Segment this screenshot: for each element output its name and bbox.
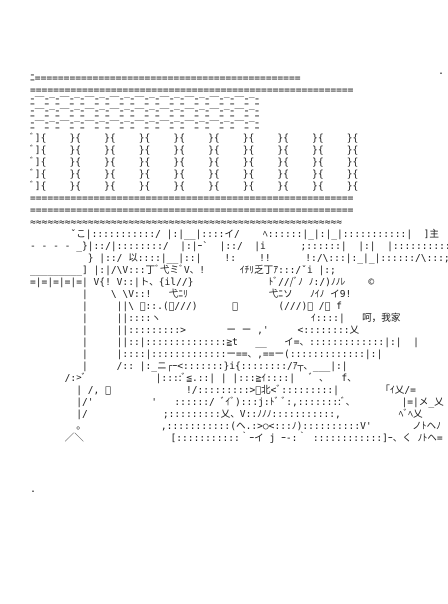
art-line: =|=|=|=|=| V{! V::|ト、{il//} ﾄﾞ///ﾞﾉ ﾉ:/)… [30, 277, 375, 288]
art-line: ／＼ [:::::::::::｀ｰイ j ｰ-:｀ ::::::::::::]ｰ… [30, 433, 443, 444]
art-line: | ||:::::::::> ー ー ,' <::::::::乂 [30, 325, 360, 336]
art-line: | /:: |:_ニ┌ｰ<:::::::}i{::::::::/ｱ┬、___|:… [30, 361, 348, 372]
art-line: 。 ,:::::::::::(ヘ.:>○<:::ﾉ)::::::::::V' ノ… [30, 421, 441, 432]
art-line: ﾆ￣ﾆ‾ﾆ￣ﾆ‾ﾆ￣ﾆ‾ﾆ￣ﾆ‾ﾆ￣ﾆ‾ﾆ￣ﾆ‾ﾆ￣ﾆ‾ﾆ￣ﾆ‾ﾆ￣ﾆ‾ﾆ [30, 109, 260, 120]
art-line: ========================================… [30, 205, 354, 216]
art-line: _________] |:|/\V:::丁ﾞ弋ミﾞV、! ｲﾁﾘ乏丁ｱ:::/ˇ… [30, 265, 336, 276]
art-line: | ||\ ﾞ::.(ﾞ///) 、 (///)ﾞ /ー f [30, 301, 342, 312]
corner-dot-mark: . [438, 66, 445, 77]
art-line: ˇこ|:::::::::::/ |:|__|::::イ/ ﾍ::::::|_|:… [30, 229, 440, 240]
art-line: | /, ﾞ !/:::::::::>ﾞ北<ﾞ:::::::::| ｢ｲ乂/= [30, 385, 416, 396]
art-line: |/ ;:::::::::乂、V::ﾉﾉﾉ:::::::::::, ﾍﾞﾍ乂 [30, 409, 423, 420]
art-line: ﾆ￣ﾆ‾ﾆ￣ﾆ‾ﾆ￣ﾆ‾ﾆ￣ﾆ‾ﾆ￣ﾆ‾ﾆ￣ﾆ‾ﾆ￣ﾆ‾ﾆ￣ﾆ‾ﾆ￣ﾆ‾ﾆ [30, 121, 260, 132]
art-line: | |::::|:::::::::::::ー==、,==ー(::::::::::… [30, 349, 383, 360]
art-line: |/' ' ::::::/ ﾞｲﾞ):::j:ﾄﾞ ﾞ:,::::::::ﾞ、 … [30, 397, 444, 408]
art-line: /:>ﾞ |::::ﾞ≦.::| | |:::≧ｲ::::| ﾞ ､ f、 [30, 373, 357, 384]
art-line: ﾆ=======================================… [30, 73, 301, 84]
art-line: ﾆ￣ﾆ‾ﾆ￣ﾆ‾ﾆ￣ﾆ‾ﾆ￣ﾆ‾ﾆ￣ﾆ‾ﾆ￣ﾆ‾ﾆ￣ﾆ‾ﾆ￣ﾆ‾ﾆ￣ﾆ‾ﾆ [30, 97, 260, 108]
left-dot-mark: . [30, 484, 37, 495]
art-line: | ||::::ヽ ｲ::::| 呵，我家 [30, 313, 401, 324]
ascii-art-block: ﾆ=======================================… [30, 73, 448, 445]
art-line: - - - - _}|::/|::::::::/ |:|ｰ` |::/ |i ;… [30, 241, 448, 252]
art-line: ﾞ]{ }{ }{ }{ }{ }{ }{ }{ }{ }{ [30, 145, 359, 156]
art-line: ========================================… [30, 193, 354, 204]
art-line: } |::/ 以::::|__|::| !: !! !:/\:::|:_|_|:… [30, 253, 448, 264]
art-line: | \ \V::! 弋ﾆﾘ 弋ﾆソ ﾉｲﾉ イ9! [30, 289, 352, 300]
art-line: ﾞ]{ }{ }{ }{ }{ }{ }{ }{ }{ }{ [30, 181, 359, 192]
art-line: ﾞ]{ }{ }{ }{ }{ }{ }{ }{ }{ }{ [30, 169, 359, 180]
art-line: ﾞ]{ }{ }{ }{ }{ }{ }{ }{ }{ }{ [30, 133, 359, 144]
art-line: ≈≈≈≈≈≈≈≈≈≈≈≈≈≈≈≈≈≈≈≈≈≈≈≈≈≈≈≈≈≈≈≈≈≈≈≈≈≈≈≈… [30, 217, 342, 228]
art-line: ﾞ]{ }{ }{ }{ }{ }{ }{ }{ }{ }{ [30, 157, 359, 168]
art-line: | ||::|::::::::::::::≧t __ イ=、::::::::::… [30, 337, 419, 348]
art-line: ========================================… [30, 85, 354, 96]
